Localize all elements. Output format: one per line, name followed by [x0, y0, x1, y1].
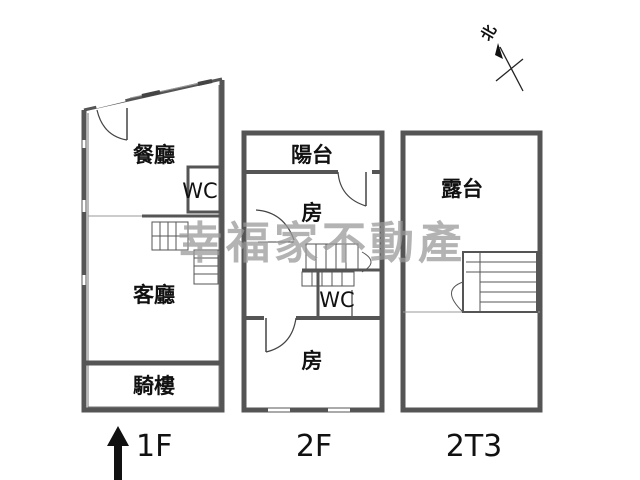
2t3-terrace-label: 露台: [441, 177, 483, 201]
1f-outer-wall: [81, 80, 225, 413]
1f-wc-label: WC: [182, 179, 217, 203]
1f-arcade-label: 騎樓: [133, 374, 175, 398]
compass-north-label: 北: [477, 22, 500, 44]
2t3-stairs: [451, 251, 538, 313]
1f-stairs: [151, 221, 219, 285]
2f-south-door-swing: [265, 317, 297, 353]
entrance-arrow: [107, 426, 129, 480]
2f-stairs: [301, 243, 372, 287]
1f-living-label: 客廳: [133, 283, 175, 307]
1f-door-opening: [95, 96, 126, 109]
floor-2t3: 露台: [400, 130, 543, 413]
1f-wc-box: [186, 165, 222, 214]
compass-arrowhead: [495, 43, 503, 59]
1f-window-frame-a: [141, 90, 161, 98]
floor-label-1f: 1F: [136, 429, 172, 464]
entrance-arrow-icon: [107, 426, 129, 480]
north-compass: 北: [477, 22, 524, 92]
2f-room-south-label: 房: [302, 349, 323, 373]
2f-balcony-label: 陽台: [291, 143, 333, 167]
2f-balcony-door-swing: [337, 171, 367, 207]
2f-wc-label: WC: [319, 288, 354, 312]
2f-room-north-label: 房: [302, 201, 323, 225]
watermark-text: 幸福家不動產: [178, 218, 466, 269]
2f-room-door-swing: [255, 209, 295, 241]
floor-2f: 陽台 房 WC 房: [241, 130, 385, 413]
1f-dining-label: 餐廳: [133, 143, 175, 167]
1f-window-frame-b: [197, 79, 213, 86]
2t3-outer-wall: [400, 130, 543, 413]
floor-label-2t3: 2T3: [446, 429, 503, 464]
compass-crossbar: [495, 58, 524, 82]
1f-inner-wall-line: [87, 85, 220, 408]
floor-1f: 餐廳 WC 客廳 騎樓: [81, 77, 225, 413]
floor-label-2f: 2F: [296, 429, 332, 464]
1f-door-swing: [96, 109, 128, 141]
